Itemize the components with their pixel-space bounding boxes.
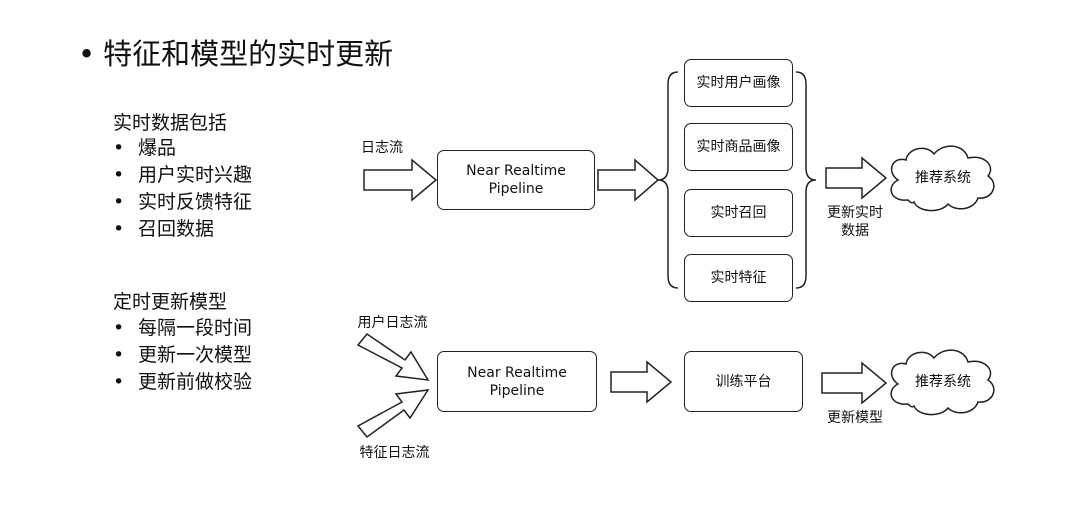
list-item: 用户实时兴趣 xyxy=(110,162,252,189)
section-model-update-heading: 定时更新模型 xyxy=(113,291,228,313)
box-label: Near Realtime Pipeline xyxy=(467,364,567,400)
section-model-update-list: 每隔一段时间 更新一次模型 更新前做校验 xyxy=(110,315,252,396)
cloud-recsys-bottom-label: 推荐系统 xyxy=(915,374,971,390)
box-label: Near Realtime Pipeline xyxy=(466,162,566,198)
block-arrow-user-log xyxy=(356,332,430,381)
block-arrow-pipeline-to-outputs xyxy=(597,158,660,202)
list-item: 召回数据 xyxy=(110,216,252,243)
label-user-log-stream: 用户日志流 xyxy=(357,315,428,331)
label-line: 更新实时 xyxy=(827,205,883,221)
block-arrow-training-to-recsys xyxy=(821,361,888,405)
section-realtime-data-list: 爆品 用户实时兴趣 实时反馈特征 召回数据 xyxy=(110,135,252,243)
box-label-line: Near Realtime xyxy=(466,163,566,179)
block-arrow-outputs-to-recsys xyxy=(825,156,888,200)
box-realtime-user-profile: 实时用户画像 xyxy=(684,59,793,107)
page-title: •特征和模型的实时更新 xyxy=(78,36,393,72)
cloud-recsys-top-label: 推荐系统 xyxy=(915,170,971,186)
box-near-realtime-pipeline-bottom: Near Realtime Pipeline xyxy=(437,351,597,412)
section-realtime-data-heading: 实时数据包括 xyxy=(113,112,228,134)
box-realtime-recall: 实时召回 xyxy=(684,189,793,237)
box-label-line: Pipeline xyxy=(489,382,545,399)
list-item: 实时反馈特征 xyxy=(110,189,252,216)
block-arrow-log-to-pipeline xyxy=(363,158,438,202)
label-update-realtime-data: 更新实时 数据 xyxy=(815,204,895,240)
list-item-continuation: 更新一次模型 xyxy=(138,344,253,366)
list-item: 更新一次模型 xyxy=(110,342,252,369)
box-label-line: Pipeline xyxy=(488,181,544,197)
list-item: 更新前做校验 xyxy=(110,369,252,396)
box-training-platform: 训练平台 xyxy=(684,351,803,412)
block-arrow-pipeline-to-training xyxy=(610,360,673,404)
box-realtime-item-profile: 实时商品画像 xyxy=(684,123,793,171)
label-log-stream: 日志流 xyxy=(361,140,403,156)
label-update-model: 更新模型 xyxy=(827,410,883,426)
label-line: 数据 xyxy=(841,223,869,239)
cloud-recsys-bottom xyxy=(890,349,995,416)
box-realtime-features: 实时特征 xyxy=(684,254,793,302)
title-bullet: • xyxy=(78,37,96,71)
box-label-line: Near Realtime xyxy=(467,364,567,381)
list-item: 每隔一段时间 xyxy=(110,315,252,342)
page-title-text: 特征和模型的实时更新 xyxy=(103,37,394,71)
cloud-recsys-top xyxy=(890,145,995,212)
right-brace xyxy=(795,71,817,289)
block-arrow-feature-log xyxy=(356,389,430,439)
box-near-realtime-pipeline-top: Near Realtime Pipeline xyxy=(437,150,595,210)
left-brace xyxy=(657,71,679,289)
label-feature-log-stream: 特征日志流 xyxy=(359,445,430,461)
list-item: 爆品 xyxy=(110,135,252,162)
